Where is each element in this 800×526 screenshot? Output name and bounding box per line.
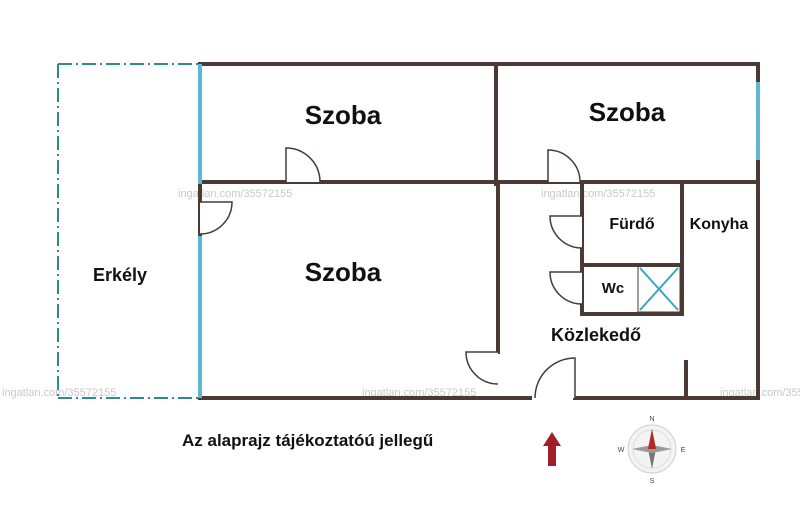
door-bathroom [549, 215, 583, 249]
door-wc [549, 271, 583, 305]
room-top-left-label: Szoba [305, 100, 382, 130]
room-top-right-label: Szoba [589, 97, 666, 127]
toilet-label: Wc [602, 280, 625, 297]
compass-w: W [618, 447, 625, 454]
door-balcony [199, 201, 233, 235]
door-top-left-room [285, 147, 321, 183]
bathroom-label: Fürdő [609, 216, 655, 233]
walls [198, 62, 760, 400]
balcony-label: Erkély [93, 265, 147, 285]
room-main-label: Szoba [305, 257, 382, 287]
north-arrow-icon [543, 432, 561, 466]
balcony-outline [57, 63, 200, 399]
door-main-room [465, 351, 499, 385]
room-labels: Erkély Szoba Szoba Szoba Fürdő Konyha Wc… [93, 97, 748, 345]
doors [199, 147, 583, 399]
compass-s: S [650, 478, 655, 485]
door-entrance [534, 357, 576, 399]
hallway-label: Közlekedő [551, 325, 641, 345]
compass-icon: N E S W [618, 416, 686, 485]
watermark-1: ingatlan.com/35572155 [178, 188, 292, 200]
watermark-2: ingatlan.com/35572155 [541, 188, 655, 200]
compass-e: E [681, 447, 686, 454]
compass-n: N [649, 416, 654, 423]
disclaimer-caption: Az alaprajz tájékoztatóú jellegű [182, 431, 434, 450]
kitchen-label: Konyha [690, 216, 749, 233]
shaft [637, 265, 681, 313]
door-top-right-room [547, 149, 581, 183]
windows [198, 64, 760, 398]
watermark-3: ingatlan.com/35572155 [2, 387, 116, 399]
